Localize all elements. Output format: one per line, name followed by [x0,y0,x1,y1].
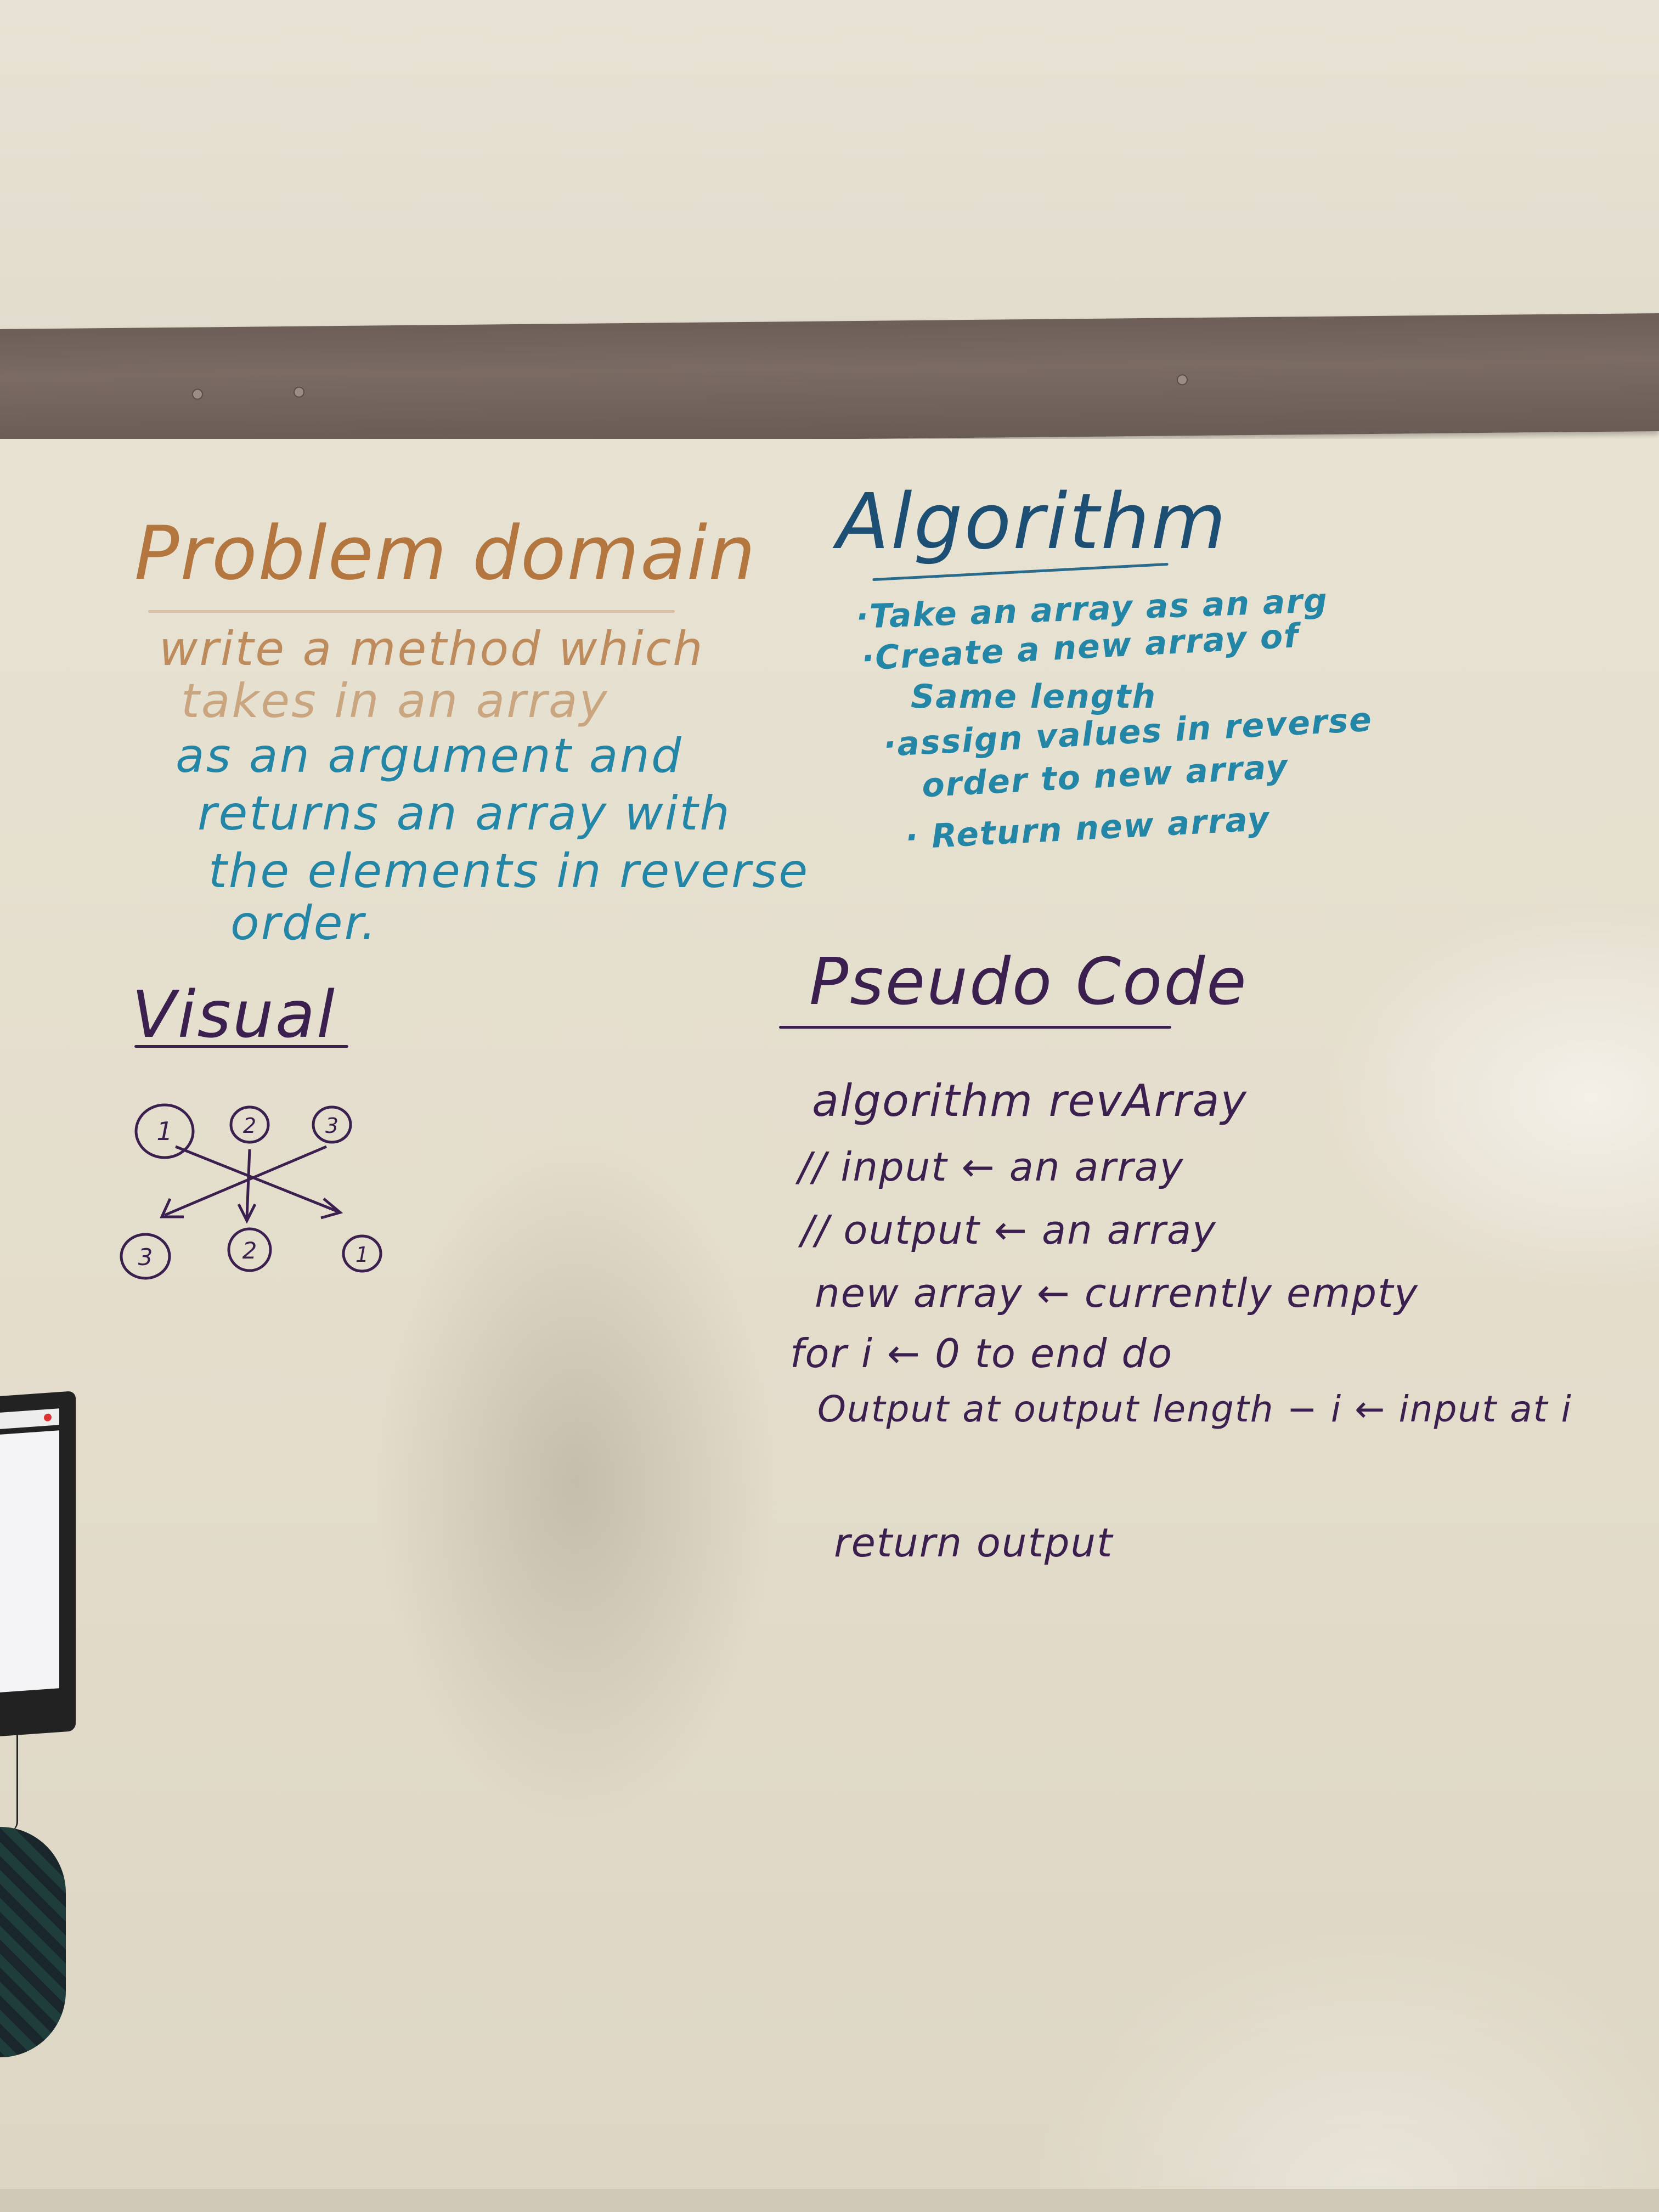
node-circle [342,1234,382,1273]
node-label: 2 [243,1114,256,1138]
board-tray [0,2189,1659,2212]
visual-underline [134,1045,348,1048]
screw [294,386,304,398]
screw [192,388,203,400]
node-label: 3 [325,1114,338,1138]
pseudo-code-line: return output [834,1520,1114,1566]
visual-title: Visual [132,977,336,1052]
problem-domain-line: returns an array with [198,786,731,841]
pseudo-code-line: // output ← an array [801,1207,1217,1253]
pseudo-code-line: algorithm revArray [812,1075,1248,1126]
arrow-line [175,1145,341,1214]
person-shoulder [0,1827,66,2057]
arrow-line [245,1149,251,1218]
reverse-diagram: 1 2 3 3 2 1 [120,1103,382,1280]
pseudo-code-line: new array ← currently empty [815,1270,1419,1316]
node-circle [312,1105,352,1144]
cable [0,1734,18,1832]
node-circle [227,1227,272,1272]
problem-domain-title: Problem domain [134,510,757,596]
problem-domain-underline [148,610,675,613]
problem-domain-line: order. [230,896,378,951]
problem-domain-line: as an argument and [176,729,683,783]
arrow-head [160,1198,184,1218]
node-label: 1 [356,1243,369,1267]
arrow-head [320,1198,343,1220]
node-circle [120,1233,171,1280]
screw [1177,374,1188,386]
pseudo-code-line: // input ← an array [798,1144,1184,1190]
pseudo-code-line: for i ← 0 to end do [790,1330,1173,1376]
pseudo-code-title: Pseudo Code [809,944,1248,1019]
whiteboard [0,439,1659,2212]
node-label: 3 [138,1244,153,1271]
problem-domain-line: takes in an array [181,674,609,729]
problem-domain-line: write a method which [159,622,704,676]
problem-domain-line: the elements in reverse [208,844,810,899]
pseudo-code-underline [779,1026,1171,1029]
wall [0,0,1659,351]
node-circle [229,1105,270,1144]
laptop [0,1391,76,1736]
algorithm-line: Same length [911,678,1157,716]
node-circle [134,1103,195,1159]
board-rail [0,313,1659,447]
node-label: 1 [156,1116,172,1146]
arrow-line [164,1145,327,1217]
node-label: 2 [242,1237,257,1264]
algorithm-title: Algorithm [837,477,1228,567]
pseudo-code-line: Output at output length − i ← input at i [817,1388,1572,1430]
laptop-screen [0,1430,59,1692]
arrow-head [237,1203,257,1224]
